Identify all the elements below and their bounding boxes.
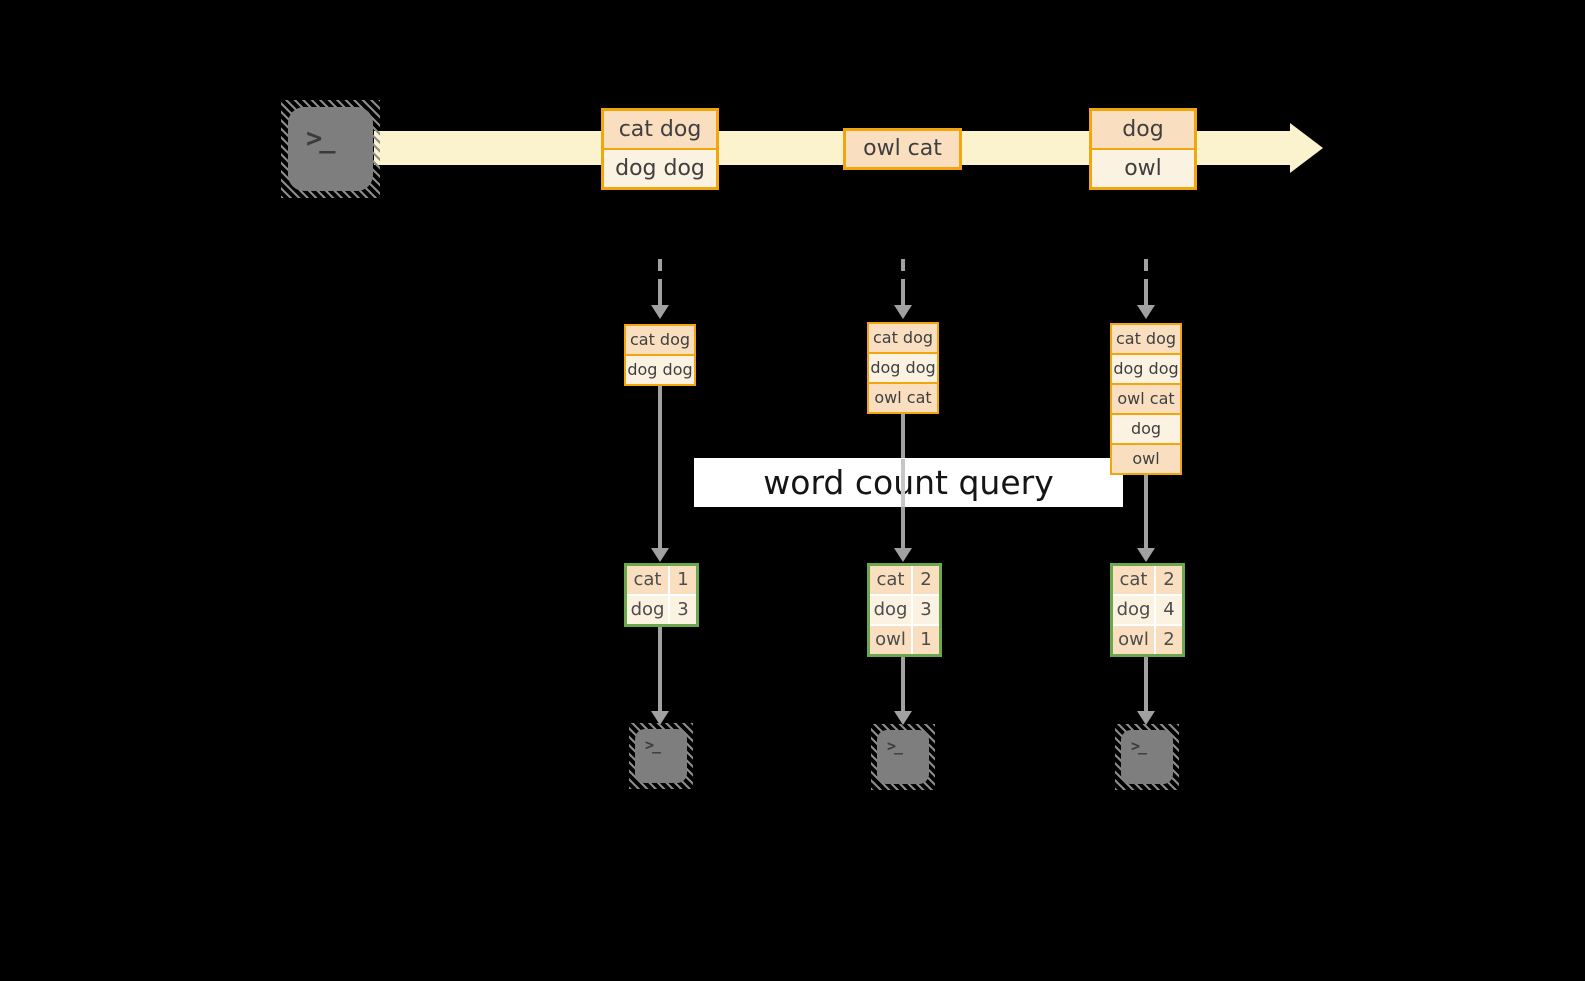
batch-dashed-arrow (1144, 259, 1148, 305)
buffer-to-table-line (658, 386, 662, 548)
terminal-body: >_ (635, 729, 687, 783)
buffer-to-table-arrowhead (1137, 548, 1155, 562)
terminal-body: >_ (288, 107, 373, 191)
terminal-prompt-glyph: >_ (1131, 737, 1147, 755)
buffer-line: cat dog (626, 326, 694, 354)
count-cell: 2 (1156, 566, 1182, 594)
terminal-prompt-glyph: >_ (645, 736, 661, 754)
query-band: word count query (694, 458, 1123, 507)
event-line: owl (1092, 148, 1194, 187)
stream-event-box-1: cat dog dog dog (601, 108, 719, 190)
buffer-line: cat dog (1112, 325, 1180, 353)
stream-event-box-3: dog owl (1089, 108, 1197, 190)
line-over-query-band (901, 459, 905, 507)
event-line: cat dog (604, 111, 716, 148)
batch-dashed-arrow (658, 259, 662, 305)
event-line: owl cat (846, 131, 959, 167)
stream-arrowhead (1290, 123, 1323, 173)
count-cell: 2 (913, 566, 939, 594)
word-cell: dog (1113, 596, 1154, 624)
terminal-body: >_ (1121, 730, 1173, 784)
event-line: dog (1092, 111, 1194, 148)
word-cell: owl (1113, 626, 1154, 654)
buffer-to-table-line (1144, 475, 1148, 548)
batch-buffer-2: cat dog dog dog owl cat (867, 322, 939, 414)
table-to-sink-line (658, 627, 662, 711)
buffer-line: dog dog (626, 354, 694, 384)
sink-terminal-icon-3: >_ (1115, 724, 1179, 790)
count-cell: 1 (913, 626, 939, 654)
buffer-line: dog (1112, 413, 1180, 443)
table-to-sink-arrowhead (651, 711, 669, 725)
word-cell: cat (1113, 566, 1154, 594)
source-terminal-icon: >_ (281, 100, 380, 198)
buffer-to-table-arrowhead (651, 548, 669, 562)
word-count-table-3: cat 2 dog 4 owl 2 (1110, 563, 1185, 657)
word-cell: cat (870, 566, 911, 594)
count-cell: 3 (670, 596, 696, 624)
batch-dashed-arrowhead (894, 305, 912, 319)
query-label: word count query (763, 463, 1054, 502)
buffer-line: owl (1112, 443, 1180, 473)
stream-event-box-2: owl cat (843, 128, 962, 170)
batch-dashed-arrow (901, 259, 905, 305)
count-cell: 3 (913, 596, 939, 624)
terminal-body: >_ (877, 730, 929, 784)
event-line: dog dog (604, 148, 716, 187)
table-to-sink-line (901, 657, 905, 711)
batch-dashed-arrowhead (651, 305, 669, 319)
buffer-to-table-arrowhead (894, 548, 912, 562)
word-cell: cat (627, 566, 668, 594)
word-cell: owl (870, 626, 911, 654)
count-cell: 2 (1156, 626, 1182, 654)
buffer-line: owl cat (869, 382, 937, 412)
word-count-table-1: cat 1 dog 3 (624, 563, 699, 627)
count-cell: 4 (1156, 596, 1182, 624)
word-cell: dog (870, 596, 911, 624)
table-to-sink-line (1144, 657, 1148, 711)
buffer-line: dog dog (869, 352, 937, 382)
table-to-sink-arrowhead (894, 711, 912, 725)
word-count-table-2: cat 2 dog 3 owl 1 (867, 563, 942, 657)
buffer-line: owl cat (1112, 383, 1180, 413)
batch-buffer-3: cat dog dog dog owl cat dog owl (1110, 323, 1182, 475)
buffer-line: cat dog (869, 324, 937, 352)
batch-buffer-1: cat dog dog dog (624, 324, 696, 386)
sink-terminal-icon-1: >_ (629, 723, 693, 789)
count-cell: 1 (670, 566, 696, 594)
table-to-sink-arrowhead (1137, 711, 1155, 725)
batch-dashed-arrowhead (1137, 305, 1155, 319)
buffer-line: dog dog (1112, 353, 1180, 383)
word-cell: dog (627, 596, 668, 624)
terminal-prompt-glyph: >_ (887, 737, 903, 755)
terminal-prompt-glyph: >_ (306, 123, 335, 154)
sink-terminal-icon-2: >_ (871, 724, 935, 790)
